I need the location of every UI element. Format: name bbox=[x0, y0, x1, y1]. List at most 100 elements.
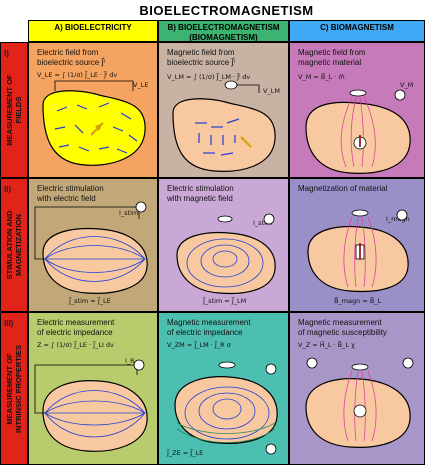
formula: V_LM = ∫ (1/σ) J⃗_LM · J⃗ⁱ dv bbox=[167, 73, 251, 81]
cell-title-line: of electric impedance bbox=[167, 327, 243, 337]
body-volume-outline bbox=[176, 231, 276, 295]
source-dipole-icon bbox=[240, 136, 252, 148]
body-volume-outline bbox=[174, 376, 278, 444]
body-volume-outline bbox=[42, 90, 146, 166]
cell-title-line: of magnetic susceptibility bbox=[298, 327, 387, 337]
magnetic-material-illustration bbox=[305, 89, 411, 174]
green-current-lines bbox=[176, 422, 276, 443]
row-label-line: FIELDS bbox=[14, 96, 23, 124]
cell-electric-field: Electric field from bioelectric source J… bbox=[28, 42, 158, 178]
formula: J⃗_ZE = J⃗_LE bbox=[167, 449, 204, 457]
cell-title: Magnetic measurement of electric impedan… bbox=[167, 318, 282, 337]
current-source-icon bbox=[396, 209, 408, 221]
magnetic-susceptibility-illustration bbox=[305, 357, 414, 448]
cell-title: Electric measurement of electric impedan… bbox=[37, 318, 151, 337]
row-header-label: STIMULATION AND MAGNETIZATION bbox=[5, 211, 23, 280]
current-lines bbox=[44, 390, 146, 438]
row-header-intrinsic: III) MEASUREMENT OF INTRINSIC PROPERTIES bbox=[0, 312, 28, 465]
body-volume-outline bbox=[42, 380, 148, 452]
field-arrows bbox=[54, 102, 138, 154]
cell-electric-impedance: Electric measurement of electric impedan… bbox=[28, 312, 158, 465]
electrode-lead-icon bbox=[54, 80, 134, 91]
row-label-line: STIMULATION AND bbox=[5, 210, 14, 280]
field-lines bbox=[343, 216, 377, 288]
formula-label: V_LE bbox=[133, 81, 149, 89]
cell-title-line: magnetic material bbox=[298, 57, 362, 67]
cell-magnetic-field-bioelectric: Magnetic field from bioelectric source J… bbox=[158, 42, 289, 178]
cell-title-line: Magnetic field from bbox=[298, 48, 366, 57]
row-number: II) bbox=[4, 185, 12, 194]
formula: J⃗_stim = J⃗_LE bbox=[69, 297, 111, 305]
field-lines bbox=[340, 96, 376, 168]
current-source-icon bbox=[265, 443, 277, 455]
cell-title-line: Electric field from bbox=[37, 48, 99, 57]
formula-label: V_LM bbox=[263, 87, 280, 95]
formula: J⃗_stim = J⃗_LM bbox=[203, 297, 247, 305]
cell-title: Magnetic measurement of magnetic suscept… bbox=[298, 318, 418, 337]
cell-magnetic-material: Magnetic field from magnetic material V_… bbox=[289, 42, 425, 178]
cell-electric-stimulation: Electric stimulation with electric field… bbox=[28, 178, 158, 312]
formula: B⃗_magn = B⃗_L bbox=[334, 297, 382, 305]
cell-title-line: bioelectric source J⃗ⁱ bbox=[167, 57, 236, 67]
current-source-icon bbox=[306, 357, 318, 369]
field-arrows bbox=[195, 118, 240, 156]
magnetometer-coil-icon bbox=[351, 209, 369, 217]
row-header-label: MEASUREMENT OF FIELDS bbox=[5, 74, 23, 145]
cell-title-line: bioelectric source J⃗ⁱ bbox=[37, 57, 106, 67]
magnetometer-coil-icon bbox=[218, 361, 236, 369]
column-header-bioelectricity: A) BIOELECTRICITY bbox=[28, 20, 158, 42]
electrode-lead-icon bbox=[237, 84, 260, 93]
row-header-stimulation: II) STIMULATION AND MAGNETIZATION bbox=[0, 178, 28, 312]
cell-title-line: Electric stimulation bbox=[167, 184, 234, 193]
cell-title: Magnetic field from magnetic material bbox=[298, 48, 418, 67]
cell-magnetic-susceptibility: Magnetic measurement of magnetic suscept… bbox=[289, 312, 425, 465]
cell-title-line: of electric impedance bbox=[37, 327, 113, 337]
page-title: BIOELECTROMAGNETISM bbox=[28, 0, 425, 21]
magnetometer-coil-icon bbox=[351, 363, 369, 371]
cell-magnetization: Magnetization of material I_magn B⃗_magn… bbox=[289, 178, 425, 312]
cell-title-line: Magnetic measurement bbox=[167, 318, 251, 327]
current-source-icon bbox=[402, 357, 414, 369]
formula: V_Z = H⃗_L · B⃗_L χ bbox=[298, 341, 355, 349]
body-volume-outline bbox=[42, 227, 148, 294]
cell-title-line: with magnetic field bbox=[167, 193, 233, 203]
row-label-line: MEASUREMENT OF bbox=[5, 352, 14, 425]
cell-title-line: Magnetic field from bbox=[167, 48, 235, 57]
formula: V_ZM = J⃗_LM · J⃗_R σ bbox=[167, 341, 231, 349]
electric-stimulation-illustration bbox=[34, 201, 148, 294]
magnetic-stimulation-illustration bbox=[176, 213, 276, 295]
column-header-sublabel: (BIOMAGNETISM) bbox=[189, 33, 258, 42]
cell-title-line: Magnetic measurement bbox=[298, 318, 382, 327]
magnetization-illustration bbox=[307, 209, 409, 293]
cell-title-line: Magnetization of material bbox=[298, 184, 388, 193]
current-source-icon bbox=[133, 359, 145, 371]
electric-impedance-illustration bbox=[34, 359, 148, 452]
cell-title-line: Electric stimulation bbox=[37, 184, 104, 193]
cell-magnetic-stimulation: Electric stimulation with magnetic field… bbox=[158, 178, 289, 312]
cell-title: Electric stimulation with electric field bbox=[37, 184, 151, 203]
current-lines bbox=[44, 236, 146, 282]
column-header-bioelectromagnetism: B) BIOELECTROMAGNETISM (BIOMAGNETISM) bbox=[158, 20, 289, 42]
magnetic-dipole-icon bbox=[353, 404, 367, 418]
magnetometer-coil-icon bbox=[217, 215, 233, 223]
magnetic-field-illustration bbox=[172, 80, 276, 172]
formula: V_LE = ∫ (1/σ) J⃗_LE · J⃗ⁱ dv bbox=[37, 71, 118, 79]
column-header-label: C) BIOMAGNETISM bbox=[320, 23, 394, 32]
formula: V_M = B⃗_L · m⃗ bbox=[298, 73, 345, 81]
formula-label: I_stim bbox=[119, 209, 139, 217]
column-header-label: A) BIOELECTRICITY bbox=[54, 23, 132, 32]
body-volume-outline bbox=[172, 98, 276, 172]
cell-title: Electric field from bioelectric source J… bbox=[37, 48, 151, 67]
formula-label: I_R bbox=[125, 357, 135, 365]
column-header-label: B) BIOELECTROMAGNETISM bbox=[167, 23, 280, 32]
row-label-line: MAGNETIZATION bbox=[14, 214, 23, 276]
cell-title: Magnetization of material bbox=[298, 184, 418, 194]
cell-title-line: Electric measurement bbox=[37, 318, 115, 327]
row-header-fields: I) MEASUREMENT OF FIELDS bbox=[0, 42, 28, 178]
row-number: I) bbox=[4, 49, 9, 58]
cell-title-line: with electric field bbox=[37, 193, 96, 203]
formula-label: I_stim bbox=[253, 219, 273, 227]
formula-label: I_magn bbox=[386, 215, 410, 223]
cell-title: Magnetic field from bioelectric source J… bbox=[167, 48, 282, 67]
